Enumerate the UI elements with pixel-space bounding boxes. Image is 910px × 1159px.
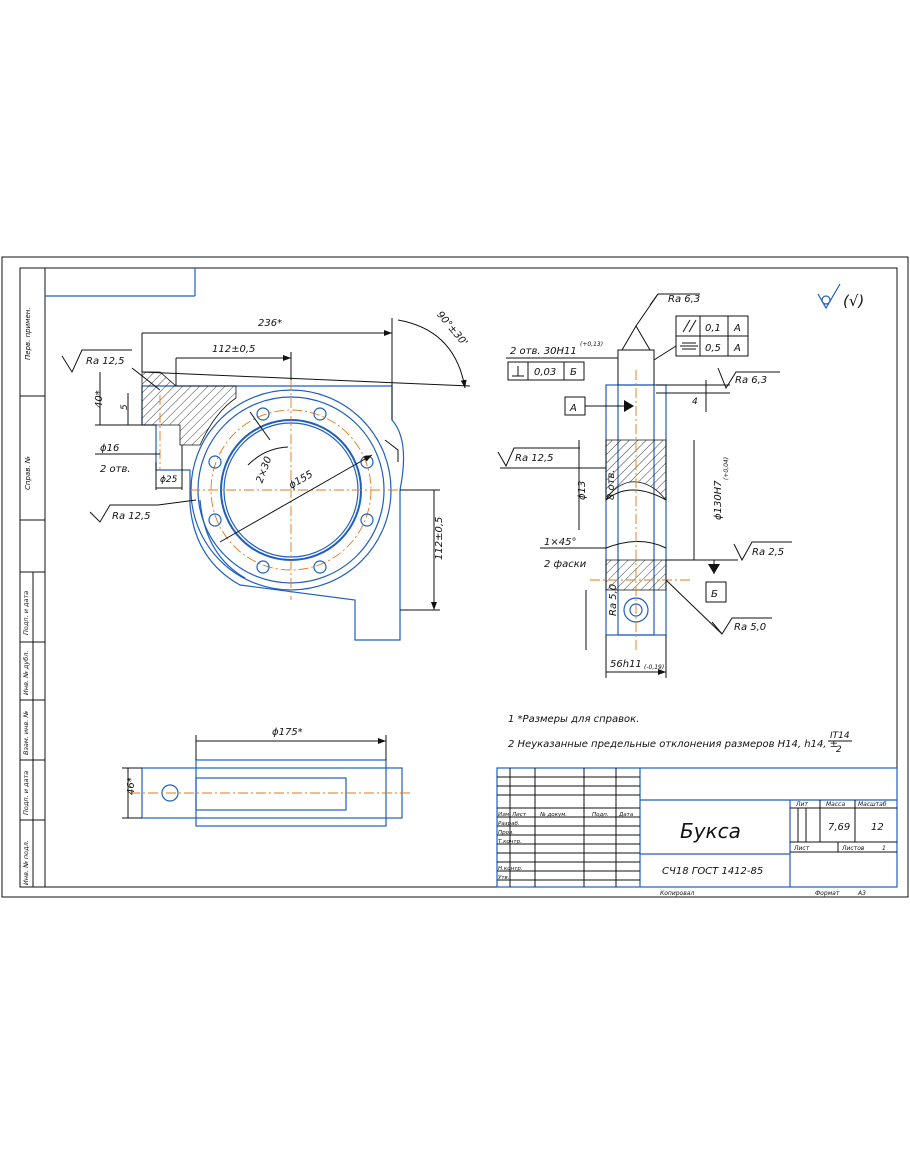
sheet-outer-border bbox=[1, 256, 909, 898]
row-nkontr: Н.контр. bbox=[498, 866, 523, 872]
chamfer-2-label: 2 фаски bbox=[544, 559, 587, 570]
ra-top-symbol: Ra 12,5 bbox=[61, 349, 161, 391]
format-value: А3 bbox=[857, 890, 866, 897]
ra-50-left-label: Ra 5,0 bbox=[608, 584, 619, 616]
datum-a-label: А bbox=[569, 403, 577, 414]
tol-symm: 0,5 bbox=[705, 343, 721, 354]
col-izm: Изм bbox=[498, 812, 509, 818]
sheet-label: Лист bbox=[793, 845, 810, 852]
dim-56: 56h11 bbox=[610, 659, 642, 670]
dim-5: 5 bbox=[120, 404, 130, 410]
ra-63-top-symbol: Ra 6,3 bbox=[635, 293, 700, 327]
section-view: Ra 6,3 0,1 0,5 А А 2 отв. 30H11 (+0,13) bbox=[497, 293, 792, 678]
side-stamp-6: Подп. и дата bbox=[22, 771, 30, 815]
sheets-value: 1 bbox=[882, 845, 886, 852]
dim-112: 112±0,5 bbox=[212, 344, 255, 355]
mass-header: Масса bbox=[826, 801, 845, 808]
ra-63-right-symbol: Ra 6,3 4 bbox=[656, 367, 780, 412]
ra-bottom-label: Ra 12,5 bbox=[112, 511, 151, 522]
lit-header: Лит bbox=[795, 801, 808, 808]
tol-perp: 0,03 bbox=[534, 367, 556, 378]
col-date: Дата bbox=[618, 812, 634, 818]
dim-phi130: ϕ130H7 bbox=[713, 480, 724, 520]
dim-phi13: ϕ13 bbox=[577, 481, 588, 500]
frame-inner-border bbox=[19, 267, 898, 888]
dim-phi16: ϕ16 bbox=[100, 443, 119, 454]
dim-236: 236* bbox=[258, 318, 282, 329]
dim-56-tol: (-0,19) bbox=[644, 664, 664, 671]
datum-b-box bbox=[705, 581, 727, 603]
copied-label: Копировал bbox=[660, 890, 694, 897]
ra-125-label: Ra 12,5 bbox=[515, 453, 554, 464]
row-utv: Утв. bbox=[498, 875, 510, 881]
side-stamp-2: Справ. № bbox=[24, 456, 32, 490]
note-it-numerator: IT14 bbox=[830, 731, 850, 741]
tol-datum-b: Б bbox=[570, 367, 577, 378]
side-stamp-5: Взам. инв. № bbox=[22, 711, 30, 755]
mass-value: 7,69 bbox=[828, 822, 850, 833]
holes-8-label: 8 отв. bbox=[606, 469, 617, 500]
dim-phi130-tol: (+0,04) bbox=[723, 457, 730, 480]
side-stamp-3: Подп. и дата bbox=[22, 591, 30, 635]
tol-parallel: 0,1 bbox=[705, 323, 721, 334]
dim-4: 4 bbox=[692, 397, 698, 407]
title-block: Изм Лист № докум. Подп. Дата Разраб. Про… bbox=[496, 767, 898, 897]
dim-phi25: ϕ25 bbox=[160, 475, 178, 485]
tol-datum-a1: А bbox=[733, 323, 741, 334]
general-roughness-icon: (√) bbox=[817, 283, 864, 310]
ra-25-symbol: Ra 2,5 bbox=[666, 541, 792, 562]
ra-bottom-symbol: Ra 12,5 bbox=[89, 499, 197, 523]
ra-25-label: Ra 2,5 bbox=[752, 547, 784, 558]
note-2: 2 Неуказанные предельные отклонения разм… bbox=[508, 739, 838, 750]
row-razrab: Разраб. bbox=[498, 821, 520, 827]
col-list: Лист bbox=[511, 812, 527, 818]
chamfer-label: 1×45° bbox=[544, 537, 576, 548]
format-label: Формат bbox=[815, 890, 840, 897]
general-roughness-label: (√) bbox=[843, 292, 864, 310]
dim-angle: 90°±30' bbox=[434, 309, 469, 348]
row-prov: Пров. bbox=[498, 830, 514, 836]
ra-50-left-symbol: Ra 5,0 bbox=[585, 584, 619, 650]
sheets-label: Листов bbox=[841, 845, 865, 852]
top-view: ϕ175* 46* bbox=[122, 727, 410, 827]
holes-30-label: 2 отв. 30H11 bbox=[510, 346, 577, 357]
holes-30-tol: (+0,13) bbox=[580, 341, 603, 348]
dim-phi175: ϕ175* bbox=[272, 727, 303, 738]
part-name: Букса bbox=[680, 819, 741, 843]
note-it-denominator: 2 bbox=[836, 745, 842, 755]
holes-2: 2 отв. bbox=[100, 464, 131, 475]
ra-50-right-symbol: Ra 5,0 bbox=[665, 579, 772, 635]
dim-40: 40* bbox=[94, 390, 105, 408]
front-view: ϕ155 2×30 236* 112±0,5 90°±30' 40* 5 ϕ16… bbox=[61, 309, 471, 641]
dim-2x30: 2×30 bbox=[255, 455, 275, 485]
dim-112-vertical: 112±0,5 bbox=[434, 517, 445, 560]
tol-datum-a2: А bbox=[733, 343, 741, 354]
tolerance-frame-top: 0,1 0,5 А А bbox=[653, 315, 749, 361]
col-doc: № докум. bbox=[539, 812, 567, 818]
tolerance-frame-perp: 0,03 Б bbox=[507, 361, 585, 381]
ra-63-right-label: Ra 6,3 bbox=[735, 375, 767, 386]
ra-50-right-label: Ra 5,0 bbox=[734, 622, 766, 633]
side-stamp-1: Перв. примен. bbox=[24, 307, 32, 360]
ra-125-symbol: Ra 12,5 bbox=[497, 447, 606, 469]
ra-top-label: Ra 12,5 bbox=[86, 356, 125, 367]
ra-63-top-label: Ra 6,3 bbox=[668, 294, 700, 305]
note-1: 1 *Размеры для справок. bbox=[508, 714, 639, 725]
row-tkontr: Т.контр. bbox=[498, 839, 522, 845]
material: СЧ18 ГОСТ 1412-85 bbox=[662, 866, 763, 877]
datum-b-label: Б bbox=[711, 589, 718, 600]
col-sign: Подп. bbox=[592, 812, 609, 818]
side-stamp-7: Инв. № подл. bbox=[22, 840, 30, 885]
dim-46: 46* bbox=[126, 777, 137, 795]
scale-header: Масштаб bbox=[858, 801, 887, 808]
side-stamp-4: Инв. № дубл. bbox=[22, 651, 30, 695]
scale-value: 12 bbox=[871, 822, 884, 833]
